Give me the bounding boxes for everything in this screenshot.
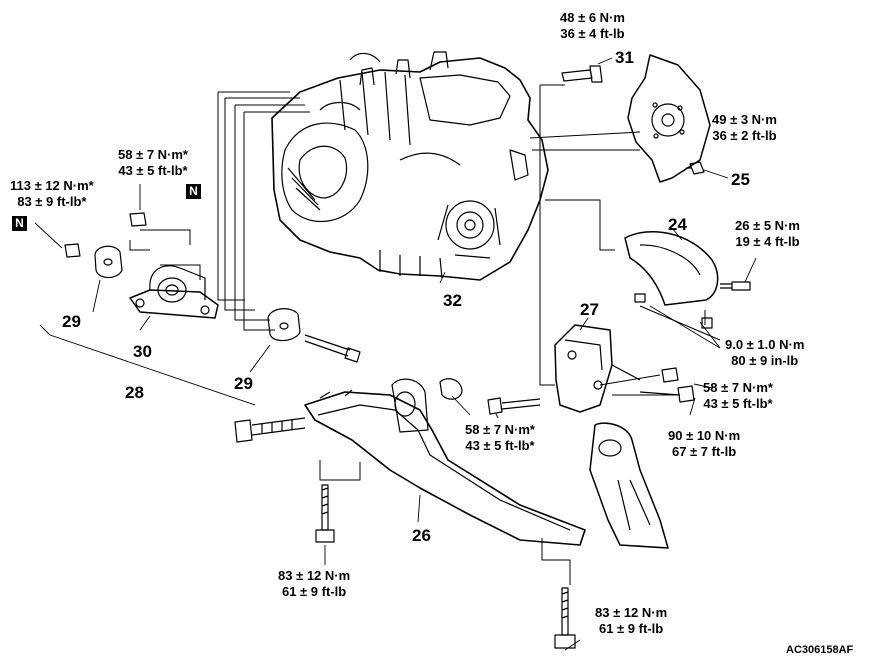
torque-imperial: 83 ± 9 ft-lb* [17, 194, 87, 209]
torque-metric: 90 ± 10 N·m [668, 428, 741, 443]
callout-29-right: 29 [234, 374, 253, 393]
torque-29: 113 ± 12 N·m* 83 ± 9 ft-lb* [10, 178, 94, 210]
torque-imperial: 19 ± 4 ft-lb [735, 234, 800, 249]
torque-metric: 49 ± 3 N·m [712, 112, 777, 127]
bolt-26-bottom-right [554, 587, 576, 649]
torque-metric: 9.0 ± 1.0 N·m [725, 337, 805, 352]
callout-25: 25 [731, 170, 750, 189]
torque-imperial: 36 ± 2 ft-lb [712, 128, 777, 143]
torque-metric: 58 ± 7 N·m* [703, 380, 773, 395]
callout-28: 28 [125, 383, 144, 402]
torque-25: 49 ± 3 N·m 36 ± 2 ft-lb [712, 112, 777, 144]
torque-metric: 58 ± 7 N·m* [118, 147, 188, 162]
torque-imperial: 61 ± 9 ft-lb [598, 621, 664, 636]
figure-code: AC306158AF [786, 644, 854, 656]
torque-metric: 26 ± 5 N·m [735, 218, 800, 233]
torque-metric: 83 ± 12 N·m [595, 605, 668, 620]
torque-imperial: 67 ± 7 ft-lb [671, 444, 737, 459]
torque-imperial: 80 ± 9 in-lb [731, 353, 799, 368]
stopper-29-right [267, 308, 301, 342]
callout-27: 27 [580, 300, 599, 319]
torque-31: 48 ± 6 N·m 36 ± 4 ft-lb [560, 10, 625, 42]
torque-metric: 83 ± 12 N·m [278, 568, 351, 583]
new-part-badge-29: N [12, 216, 27, 231]
transaxle-illustration [271, 51, 549, 281]
bolt-long-29 [304, 334, 361, 363]
drive-plate-25 [627, 54, 711, 183]
mount-bracket-lower [589, 422, 669, 549]
callout-29-left: 29 [62, 312, 81, 331]
crossmember-26 [304, 378, 586, 546]
torque-26-left: 83 ± 12 N·m 61 ± 9 ft-lb [278, 568, 350, 600]
torque-30: 58 ± 7 N·m* 43 ± 5 ft-lb* [118, 147, 188, 179]
new-part-badge-30: N [186, 184, 201, 199]
torque-metric: 58 ± 7 N·m* [465, 422, 535, 437]
torque-imperial: 43 ± 5 ft-lb* [703, 396, 773, 411]
torque-27-upper: 58 ± 7 N·m* 43 ± 5 ft-lb* [703, 380, 773, 412]
torque-imperial: 36 ± 4 ft-lb [560, 26, 625, 41]
callout-26: 26 [412, 526, 431, 545]
torque-metric: 113 ± 12 N·m* [10, 178, 94, 193]
bolt-31 [561, 65, 603, 83]
torque-metric: 48 ± 6 N·m [560, 10, 625, 25]
torque-26-right: 83 ± 12 N·m 61 ± 9 ft-lb [595, 605, 667, 637]
torque-imperial: 43 ± 5 ft-lb* [465, 438, 535, 453]
callout-31: 31 [615, 48, 634, 67]
mount-30 [129, 265, 219, 319]
torque-imperial: 61 ± 9 ft-lb [281, 584, 347, 599]
bolt-26-bottom-left [315, 484, 335, 543]
callout-24: 24 [668, 215, 687, 234]
torque-27-lower: 90 ± 10 N·m 67 ± 7 ft-lb [668, 428, 740, 460]
callout-30: 30 [133, 342, 152, 361]
bracket-27 [554, 324, 641, 413]
callout-32: 32 [443, 291, 462, 310]
stopper-29-left [64, 243, 123, 279]
torque-cover-bolt: 9.0 ± 1.0 N·m 80 ± 9 in-lb [725, 337, 804, 369]
torque-imperial: 43 ± 5 ft-lb* [118, 163, 188, 178]
torque-26-collar: 58 ± 7 N·m* 43 ± 5 ft-lb* [465, 422, 535, 454]
cover-24 [624, 231, 751, 329]
nut-30 [129, 212, 147, 227]
torque-24: 26 ± 5 N·m 19 ± 4 ft-lb [735, 218, 800, 250]
bolt-26-left [234, 417, 306, 443]
